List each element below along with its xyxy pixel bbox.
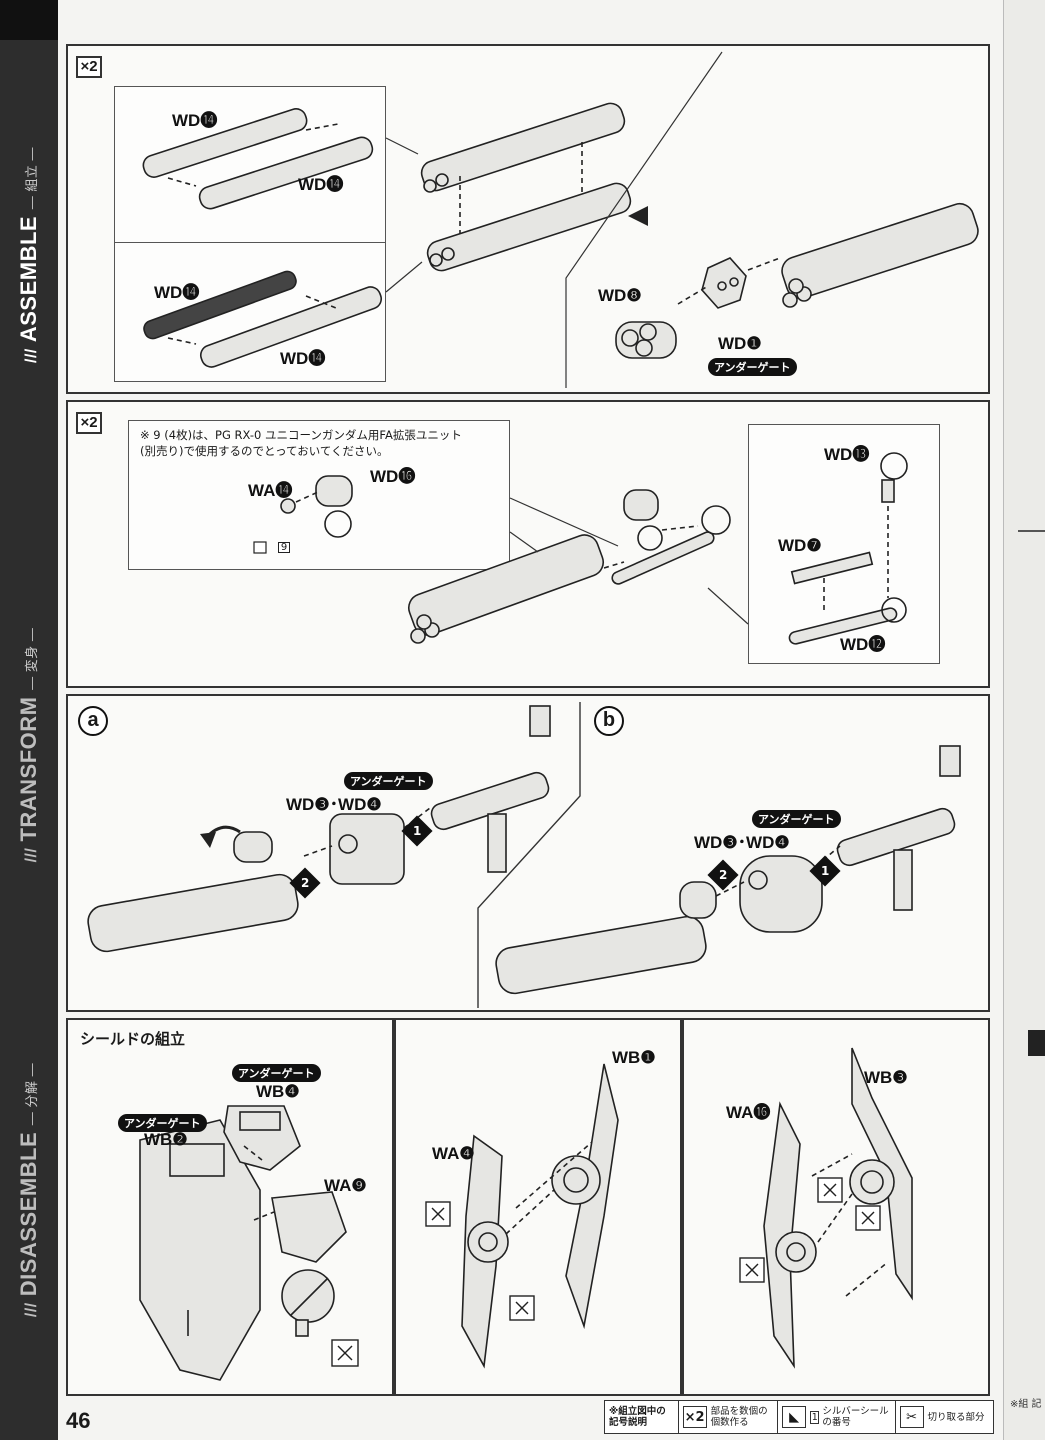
wb3-blade: [851, 1047, 913, 1301]
wa14-part: [280, 498, 296, 514]
label-wa14: WA⓮: [248, 481, 293, 500]
under-gate-wb4: アンダーゲート: [232, 1064, 321, 1082]
sidebar-disassemble: ///DISASSEMBLE — 分解 —: [16, 1062, 41, 1318]
wa9-part: [271, 1191, 347, 1263]
label-wb1: WB❶: [612, 1048, 656, 1067]
sidebar-assemble: ///ASSEMBLE — 組立 —: [16, 147, 41, 363]
variant-a-badge: a: [78, 706, 108, 736]
label-wa16: WA⓰: [726, 1103, 771, 1122]
gatling-b: [495, 915, 707, 995]
wb4-part: [223, 1105, 301, 1171]
rod-part: [611, 531, 715, 585]
label-wb3: WB❸: [864, 1068, 908, 1087]
label-wb4: WB❹: [256, 1082, 300, 1101]
wd14-part-b: [198, 136, 374, 210]
barrel-lower: [426, 182, 632, 272]
label-wd12: WD⓬: [840, 635, 886, 654]
multiplier-badge: ×2: [76, 412, 102, 434]
label-wa4: WA❹: [432, 1144, 475, 1163]
label-wd16: WD⓰: [370, 467, 416, 486]
wing-panel-2: WB❸ WA⓰: [682, 1018, 990, 1396]
note-line-1: ※ 9 (4枚)は、PG RX-0 ユニコーンガンダム用FA拡張ユニット: [140, 428, 462, 442]
label-wd14-d: WD⓮: [280, 349, 326, 368]
label-wd8: WD❽: [598, 286, 642, 305]
symbol-legend: ※組立図中の記号説明 ×2 部品を数個の個数作る ◣ 1 シルバーシールの番号 …: [604, 1400, 994, 1434]
wd16-ring: [315, 475, 353, 538]
label-wd14-a: WD⓮: [172, 111, 218, 130]
label-wd13: WD⓭: [824, 445, 870, 464]
sticker-number: 9: [278, 542, 290, 553]
gatling-a: [87, 873, 299, 953]
label-wd14-c: WD⓮: [154, 283, 200, 302]
barrel-upper: [420, 102, 626, 192]
wing-illustration-2: [739, 1047, 913, 1369]
under-gate-badge-b: アンダーゲート: [752, 810, 841, 828]
note-line-2: (別売り)で使用するのでとっておいてください。: [140, 444, 389, 458]
under-gate-badge-a: アンダーゲート: [344, 772, 433, 790]
wing-panel-1: WB❶ WA❹: [394, 1018, 682, 1396]
wd13-ring: [880, 452, 908, 480]
nipper-icon: ✂: [899, 1406, 924, 1428]
multiplier-symbol: ×2: [682, 1406, 707, 1428]
legend-seal: ◣ 1 シルバーシールの番号: [778, 1401, 896, 1433]
legend-cut: ✂ 切り取る部分: [896, 1401, 994, 1433]
legend-multiplier: ×2 部品を数個の個数作る: [679, 1401, 779, 1433]
shield-title: シールドの組立: [80, 1030, 186, 1048]
wing-illustration-1: [425, 1063, 619, 1369]
cut-text: 切り取る部分: [927, 1411, 985, 1423]
multiplier-badge: ×2: [76, 56, 102, 78]
seal-icon: [253, 541, 267, 554]
wd12-rod: [788, 607, 898, 645]
step-2-panel: ×2 ※ 9 (4枚)は、PG RX-0 ユニコーンガンダム用FA拡張ユニット …: [66, 400, 990, 688]
under-gate-badge: アンダーゲート: [708, 358, 797, 376]
seal-text: シルバーシールの番号: [822, 1406, 889, 1428]
cut-icon: [739, 1177, 881, 1283]
step-2-illustration: [253, 452, 908, 645]
shield-illustration: [139, 1105, 359, 1381]
variant-b-badge: b: [594, 706, 624, 736]
cut-icon: [425, 1201, 535, 1321]
seal-number: 1: [810, 1410, 820, 1424]
label-wd7: WD❼: [778, 536, 822, 555]
step-1-panel: ×2: [66, 44, 990, 394]
next-page-note: ※組 記: [1010, 1399, 1042, 1410]
legend-title: ※組立図中の記号説明: [605, 1401, 679, 1433]
wa16-blade: [763, 1101, 801, 1369]
callout-inset: [128, 420, 510, 570]
wd7-bar: [790, 551, 874, 585]
assembled-gatling: [781, 202, 979, 300]
section-sidebar: ///ASSEMBLE — 組立 — ///TRANSFORM — 変身 — /…: [0, 0, 58, 1440]
shield-panel: シールドの組立 アンダーゲート WB❹ アンダーゲート WB❷ WA❾: [66, 1018, 394, 1396]
multiplier-text: 部品を数個の個数作る: [710, 1406, 768, 1428]
seal-icon: ◣: [782, 1406, 807, 1428]
sidebar-band: [0, 0, 58, 40]
step-3-panel: a b: [66, 694, 990, 1012]
drum-a: [329, 813, 405, 885]
drum-b: [739, 855, 823, 933]
gatling-barrel: [407, 534, 605, 636]
label-wd3-wd4-a: WD❸･WD❹: [286, 795, 382, 814]
label-wd14-b: WD⓮: [298, 175, 344, 194]
step-1-illustration: [142, 51, 979, 388]
under-gate-wb2: アンダーゲート: [118, 1114, 207, 1132]
label-wb2: WB❷: [144, 1130, 188, 1149]
sidebar-transform: ///TRANSFORM — 変身 —: [16, 627, 41, 863]
label-wa9: WA❾: [324, 1176, 367, 1195]
step-3-illustration: [87, 702, 961, 1008]
label-wd3-wd4-b: WD❸･WD❹: [694, 833, 790, 852]
page-number: 46: [66, 1408, 91, 1433]
next-page-edge: ※組 記: [1003, 0, 1045, 1440]
wd14-part-a: [142, 108, 308, 178]
label-wd1: WD❶: [718, 334, 762, 353]
cut-icon: [331, 1339, 359, 1367]
